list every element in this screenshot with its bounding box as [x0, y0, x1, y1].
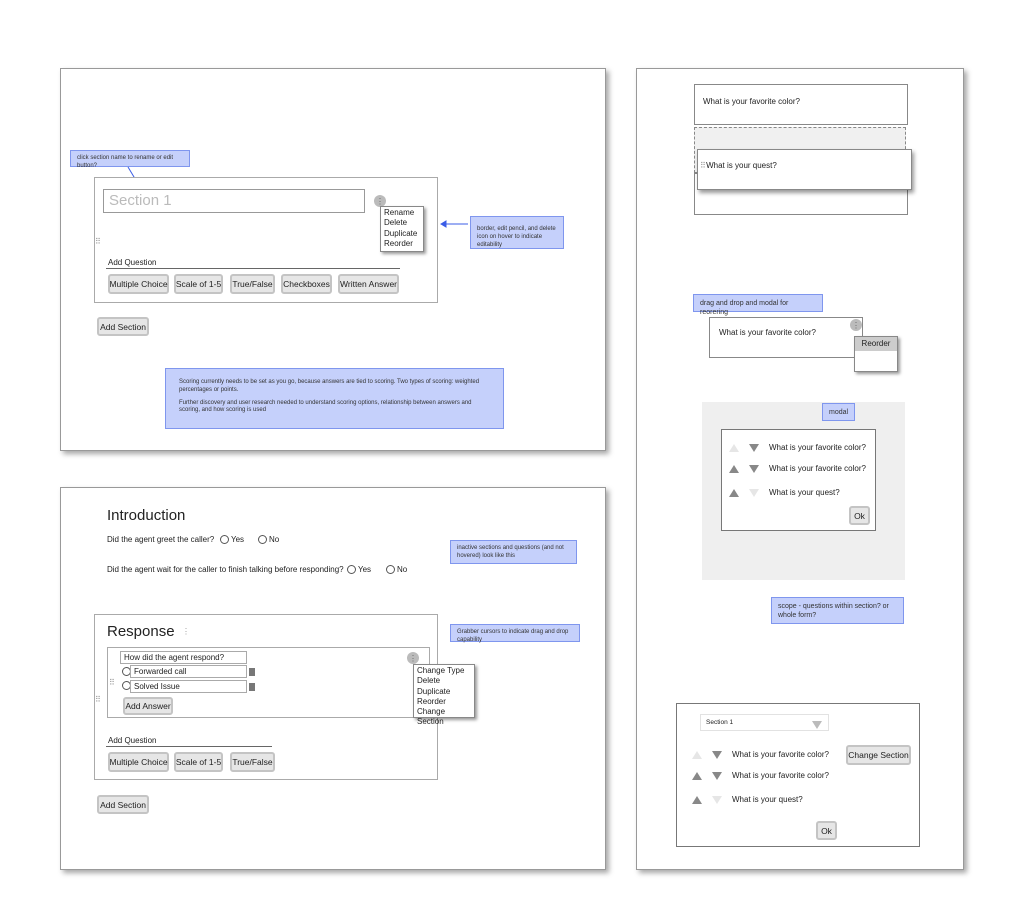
scale-button[interactable]: Scale of 1-5: [174, 274, 223, 294]
question-card: What is your favorite color?: [709, 317, 863, 358]
note-modal: modal: [822, 403, 855, 421]
note-rename: click section name to rename or edit but…: [70, 150, 190, 169]
change-section-button[interactable]: Change Section: [846, 745, 911, 765]
no-label: No: [269, 535, 280, 544]
true-false-button[interactable]: True/False: [230, 274, 275, 294]
move-up-icon: [692, 751, 702, 759]
drag-grip-icon[interactable]: ⠿: [95, 695, 101, 704]
menu-item-rename[interactable]: Rename: [384, 208, 415, 217]
answer-input[interactable]: Forwarded call: [130, 665, 247, 678]
kebab-menu-icon[interactable]: ⋮: [407, 652, 419, 664]
move-down-icon[interactable]: [749, 465, 759, 473]
radio-no[interactable]: [258, 535, 267, 544]
section-menu: Rename Delete Duplicate Reorder: [380, 206, 424, 252]
modal-row: What is your favorite color?: [732, 771, 829, 780]
menu-item-change-type[interactable]: Change Type: [417, 666, 465, 675]
move-up-icon[interactable]: [692, 772, 702, 780]
question-card: What is your favorite color?: [694, 84, 908, 125]
note-hover: border, edit pencil, and delete icon on …: [470, 216, 564, 249]
kebab-icon[interactable]: ⋮: [182, 627, 190, 636]
add-question-label: Add Question: [108, 736, 157, 745]
menu-item-delete[interactable]: Delete: [384, 218, 408, 228]
note-dnd: drag and drop and modal for reorering: [693, 294, 823, 316]
question-menu: Change Type Delete Duplicate Reorder Cha…: [413, 664, 475, 726]
modal-row: What is your favorite color?: [769, 464, 866, 473]
section-select[interactable]: Section 1: [700, 714, 829, 731]
question-text: What is your favorite color?: [703, 97, 800, 106]
menu-item-reorder[interactable]: Reorder: [855, 337, 897, 352]
menu-item-duplicate[interactable]: Duplicate: [384, 228, 418, 238]
ok-button[interactable]: Ok: [849, 506, 870, 525]
radio-yes[interactable]: [220, 535, 229, 544]
radio-yes[interactable]: [347, 565, 356, 574]
question-input[interactable]: How did the agent respond?: [120, 651, 247, 664]
add-section-button[interactable]: Add Section: [97, 795, 149, 814]
move-up-icon[interactable]: [729, 465, 739, 473]
add-answer-button[interactable]: Add Answer: [123, 697, 173, 715]
no-label: No: [397, 565, 408, 574]
kebab-menu-icon[interactable]: ⋮: [850, 319, 862, 331]
modal-row: What is your favorite color?: [732, 750, 829, 759]
note-scoring: Scoring currently needs to be set as you…: [165, 368, 504, 429]
move-down-icon: [712, 796, 722, 804]
note-scoring-1: Scoring currently needs to be set as you…: [179, 379, 480, 393]
menu-item-change-section[interactable]: Change Section: [417, 707, 446, 727]
reorder-menu: Reorder: [854, 336, 898, 372]
add-section-button[interactable]: Add Section: [97, 317, 149, 336]
divider: [106, 268, 400, 269]
checkboxes-button[interactable]: Checkboxes: [281, 274, 332, 294]
section-name-input[interactable]: Section 1: [103, 189, 365, 213]
modal-row: What is your quest?: [732, 795, 803, 804]
intro-title: Introduction: [107, 507, 186, 524]
ok-button[interactable]: Ok: [816, 821, 837, 840]
modal-row: What is your quest?: [769, 488, 840, 497]
yes-label: Yes: [358, 565, 372, 574]
scale-button[interactable]: Scale of 1-5: [174, 752, 223, 772]
move-up-icon[interactable]: [729, 489, 739, 497]
answer-input[interactable]: Solved Issue: [130, 680, 247, 693]
kebab-menu-icon[interactable]: ⋮: [374, 195, 386, 207]
section-select-value: Section 1: [706, 719, 734, 726]
note-scoring-2: Further discovery and user research need…: [179, 399, 472, 414]
menu-item-duplicate[interactable]: Duplicate: [417, 686, 451, 696]
menu-item-reorder[interactable]: Reorder: [417, 696, 446, 706]
modal-row: What is your favorite color?: [769, 443, 866, 452]
question-1: Did the agent greet the caller?: [107, 535, 215, 544]
add-question-label: Add Question: [108, 258, 157, 267]
trash-icon[interactable]: [249, 668, 255, 676]
move-down-icon[interactable]: [712, 751, 722, 759]
note-grabber: Grabber cursors to indicate drag and dro…: [450, 624, 580, 643]
true-false-button[interactable]: True/False: [230, 752, 275, 772]
dragged-question-card[interactable]: ⠿ What is your quest?: [697, 149, 912, 190]
drag-grip-icon[interactable]: ⠿: [109, 678, 115, 687]
drag-grip-icon[interactable]: ⠿: [95, 237, 101, 246]
chevron-down-icon: [812, 721, 822, 729]
move-down-icon[interactable]: [712, 772, 722, 780]
multiple-choice-button[interactable]: Multiple Choice: [108, 274, 169, 294]
yes-label: Yes: [231, 535, 245, 544]
note-inactive: inactive sections and questions (and not…: [450, 540, 577, 564]
trash-icon[interactable]: [249, 683, 255, 691]
move-down-icon: [749, 489, 759, 497]
question-2: Did the agent wait for the caller to fin…: [107, 565, 344, 574]
written-answer-button[interactable]: Written Answer: [338, 274, 399, 294]
drag-grip-icon[interactable]: ⠿: [700, 161, 707, 170]
response-title: Response: [107, 623, 175, 640]
question-text: What is your favorite color?: [719, 328, 816, 337]
question-text: What is your quest?: [706, 161, 777, 170]
menu-item-reorder[interactable]: Reorder: [384, 238, 413, 248]
radio-no[interactable]: [386, 565, 395, 574]
divider: [106, 746, 272, 747]
menu-item-delete[interactable]: Delete: [417, 676, 441, 686]
move-up-icon: [729, 444, 739, 452]
move-up-icon[interactable]: [692, 796, 702, 804]
note-scope: scope - questions within section? or who…: [771, 597, 904, 624]
multiple-choice-button[interactable]: Multiple Choice: [108, 752, 169, 772]
move-down-icon[interactable]: [749, 444, 759, 452]
